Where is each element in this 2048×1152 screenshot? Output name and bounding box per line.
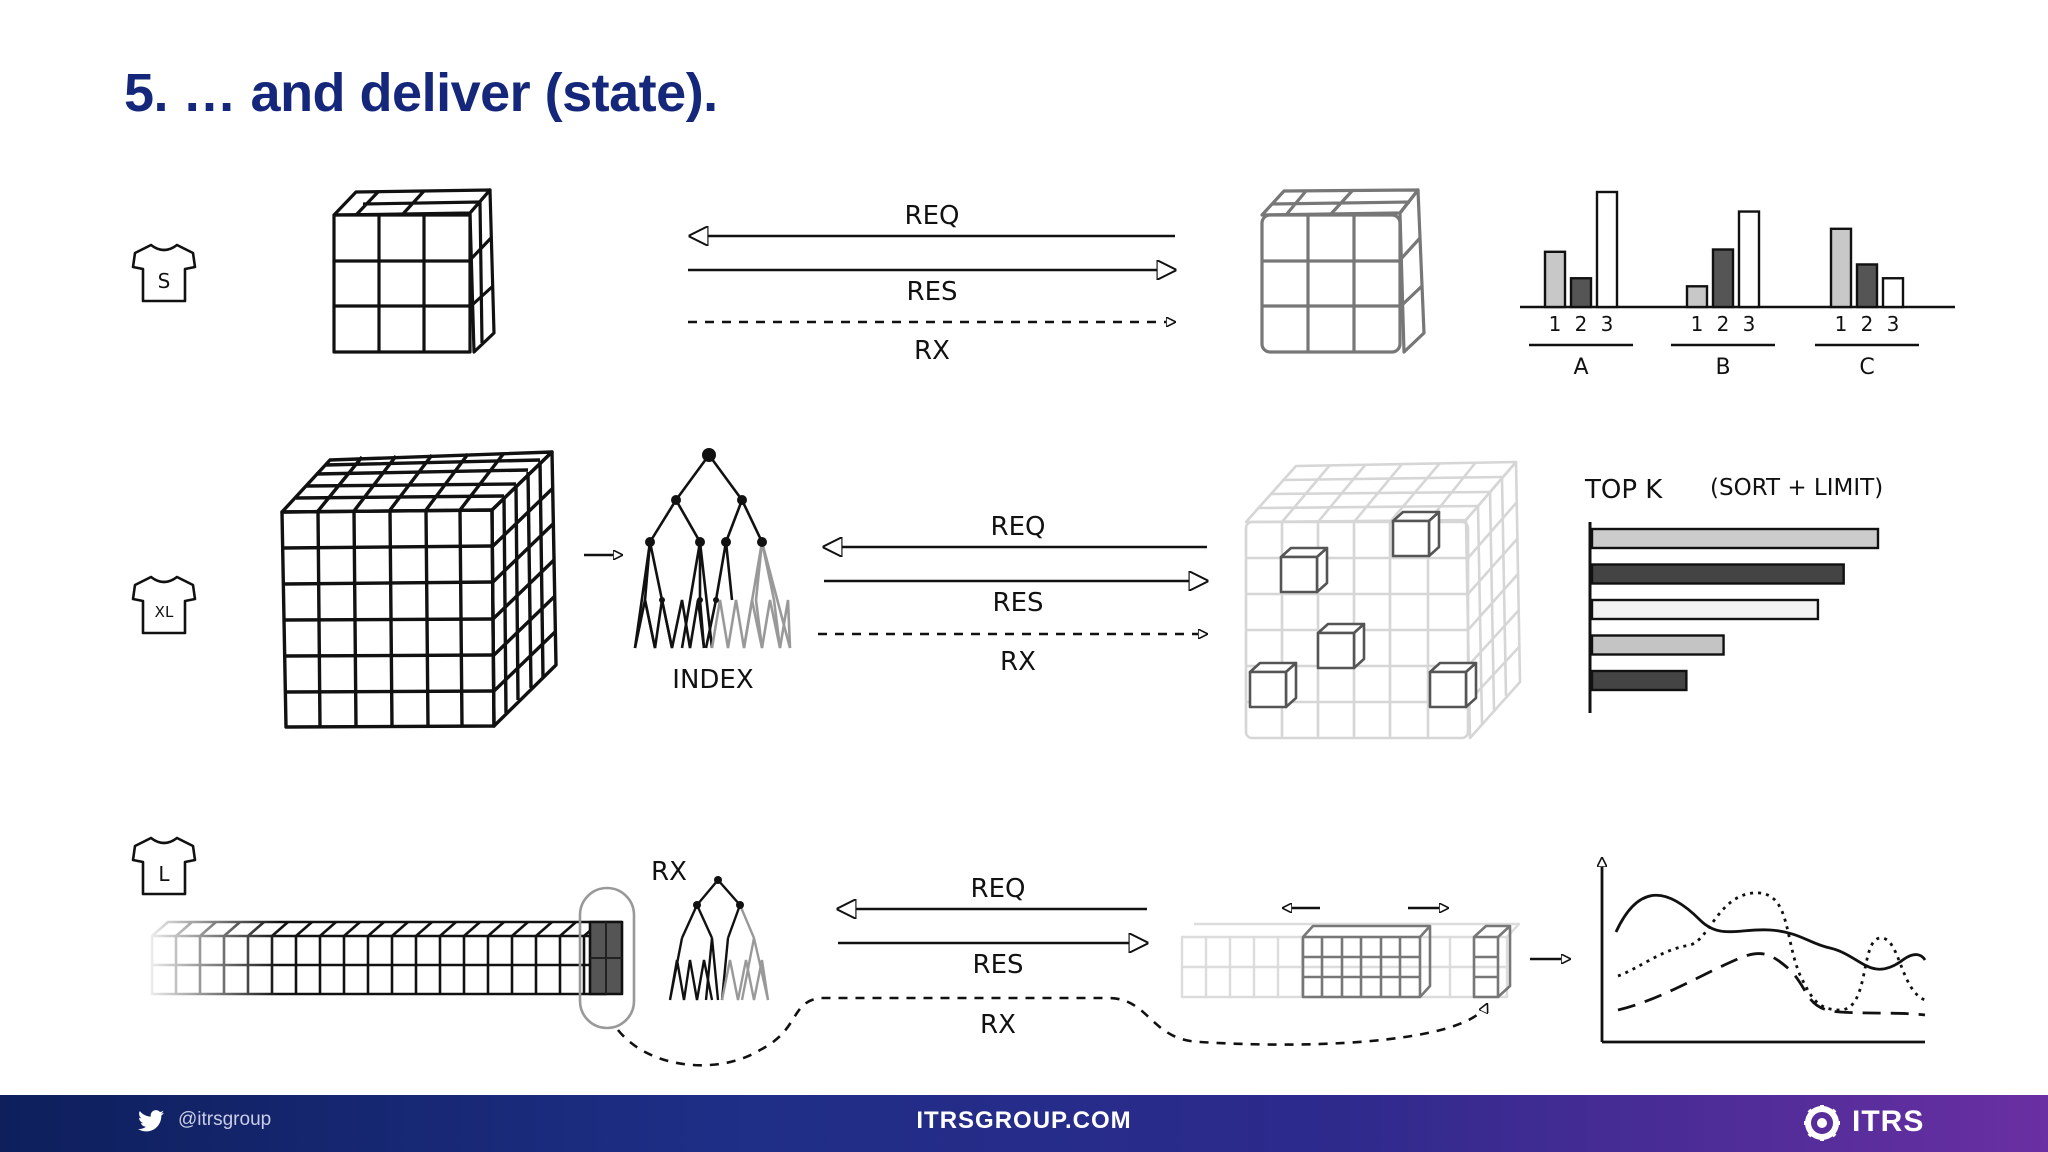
bar-B-3 <box>1737 210 1761 309</box>
line-series-dotted <box>1617 891 1926 1012</box>
row2-req-arrow: REQ <box>824 512 1207 547</box>
bar-B-2 <box>1711 248 1735 309</box>
rx-tree: RX <box>651 857 770 1001</box>
faded-cube-with-cells <box>1244 460 1522 740</box>
row1-req-label: REQ <box>905 201 960 231</box>
footer-bar: @itrsgroup ITRSGROUP.COM ITRS <box>0 1095 2048 1152</box>
row1-req-arrow: REQ <box>690 201 1175 236</box>
itrs-logo-icon <box>1804 1105 1840 1141</box>
twitter-icon[interactable] <box>138 1110 164 1132</box>
row2-res-label: RES <box>993 588 1044 618</box>
bar-tick-label: 1 <box>1835 312 1848 336</box>
twitter-handle[interactable]: @itrsgroup <box>178 1109 272 1130</box>
highlight-cell <box>1391 510 1441 558</box>
bar-tick-label: 3 <box>1601 312 1614 336</box>
row3-rx-path: RX <box>616 996 1487 1067</box>
line-chart <box>1602 858 1927 1044</box>
bar-A-3 <box>1595 190 1619 309</box>
topk-bar <box>1590 563 1845 585</box>
big-cube <box>280 450 558 729</box>
bar-tick-label: 1 <box>1549 312 1562 336</box>
index-label: INDEX <box>672 665 753 695</box>
row2-rx-arrow: RX <box>818 634 1207 677</box>
topk-bar <box>1590 598 1820 621</box>
bar-tick-label: 3 <box>1887 312 1900 336</box>
slide-title: 5. … and deliver (state). <box>124 63 718 123</box>
small-cube-right <box>1260 188 1426 354</box>
row1-rx-arrow: RX <box>688 322 1175 366</box>
bar-tick-label: 3 <box>1743 312 1756 336</box>
tshirt-xl-icon: XL <box>131 575 197 635</box>
long-row-grid <box>140 886 636 1030</box>
bar-tick-label: 2 <box>1861 312 1874 336</box>
tshirt-l-icon: L <box>131 836 197 896</box>
bar-tick-label: 1 <box>1691 312 1704 336</box>
brand-name: ITRS <box>1852 1105 1925 1138</box>
row1-rx-label: RX <box>914 336 950 366</box>
row3-res-arrow: RES <box>838 943 1147 980</box>
rx-tree-label: RX <box>651 857 687 887</box>
line-series-solid <box>1614 893 1927 971</box>
row3-res-label: RES <box>973 950 1024 980</box>
bar-tick-label: 2 <box>1575 312 1588 336</box>
small-cube-left <box>332 188 496 354</box>
row2-res-arrow: RES <box>824 581 1207 618</box>
bar-tick-label: 2 <box>1717 312 1730 336</box>
highlight-cell <box>1248 661 1298 709</box>
group-label: A <box>1573 355 1588 380</box>
highlight-cell <box>1279 546 1329 594</box>
website-link[interactable]: ITRSGROUP.COM <box>916 1107 1132 1134</box>
bar-C-3 <box>1881 277 1905 309</box>
topk-subtitle: (SORT + LIMIT) <box>1710 475 1883 501</box>
row3-req-arrow: REQ <box>838 874 1147 909</box>
line-series-dashed <box>1617 952 1926 1017</box>
tshirt-s-icon: S <box>131 243 197 303</box>
row1-res-arrow: RES <box>688 270 1175 307</box>
topk-bar <box>1590 634 1725 656</box>
highlight-ellipse <box>578 886 636 1030</box>
topk-bar <box>1590 669 1688 692</box>
group-label: B <box>1715 355 1730 380</box>
bar-C-1 <box>1829 227 1853 309</box>
row3-req-label: REQ <box>971 874 1026 904</box>
bar-A-2 <box>1569 277 1593 309</box>
topk-chart: TOP K (SORT + LIMIT) <box>1584 475 1883 713</box>
bar-C-2 <box>1855 263 1879 309</box>
topk-bar <box>1590 527 1880 550</box>
bar-A-1 <box>1543 250 1567 309</box>
highlight-cell <box>1428 661 1478 709</box>
row2-req-label: REQ <box>991 512 1046 542</box>
row2-rx-label: RX <box>1000 647 1036 677</box>
index-tree: INDEX <box>633 448 792 695</box>
row1-res-label: RES <box>907 277 958 307</box>
highlight-cell <box>1316 622 1366 670</box>
tshirt-xl-label: XL <box>155 603 174 621</box>
group-label: C <box>1859 355 1874 380</box>
tshirt-s-label: S <box>158 269 171 293</box>
row3-rx-label: RX <box>980 1010 1016 1040</box>
bar-B-1 <box>1685 285 1709 309</box>
sliding-window-grid <box>1180 908 1521 999</box>
fade-overlay <box>140 915 280 1000</box>
topk-title: TOP K <box>1584 475 1663 505</box>
tshirt-l-label: L <box>158 862 170 886</box>
